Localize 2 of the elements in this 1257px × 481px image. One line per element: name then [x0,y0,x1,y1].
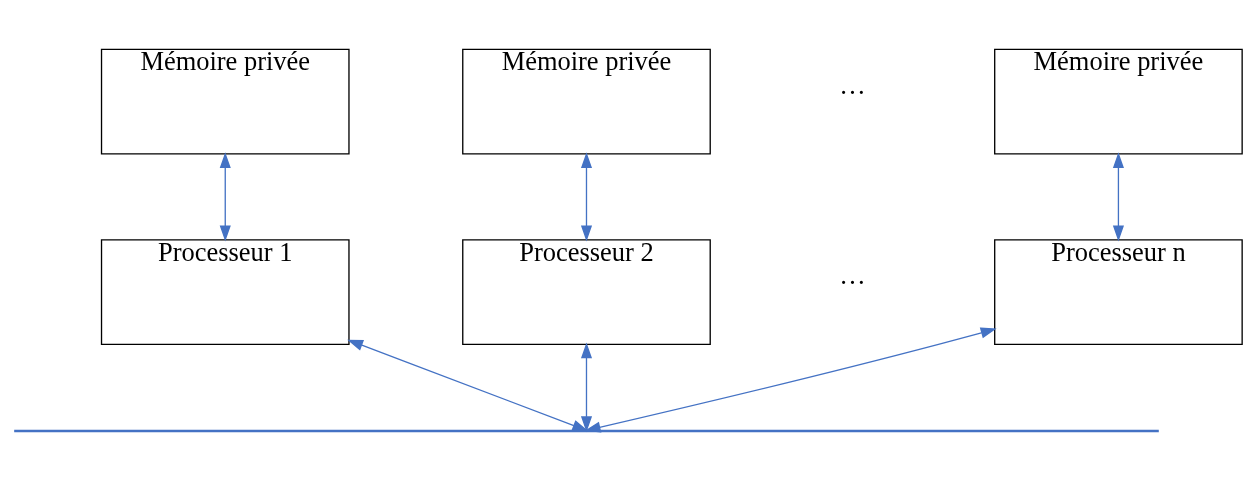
label: … [839,260,866,291]
label: … [839,69,866,100]
